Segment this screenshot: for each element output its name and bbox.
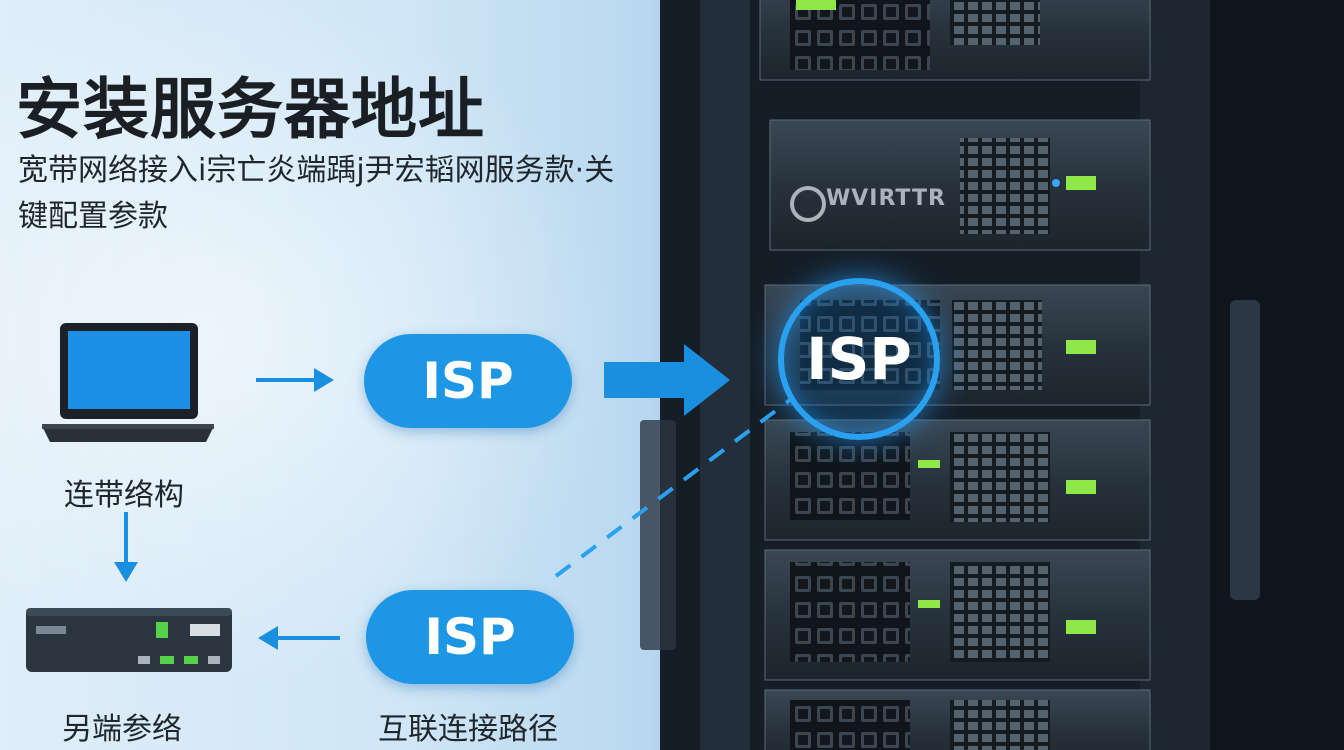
router-icon — [26, 608, 232, 672]
server-unit-2 — [769, 119, 1151, 251]
server-unit-6 — [764, 689, 1151, 750]
path-label: 互联连接路径 — [378, 712, 558, 747]
server-unit-1 — [759, 0, 1151, 81]
server-unit-4 — [764, 419, 1151, 541]
page-subtitle: 宽带网络接入i宗亡炎端踽j尹宏韬网服务款·关键配置参款 — [18, 153, 615, 234]
page-title: 安装服务器地址 — [16, 71, 485, 148]
isp-pill-bottom: ISP — [366, 590, 574, 684]
dashed-connection-line — [554, 398, 792, 578]
isp-pill-top: ISP — [364, 334, 572, 428]
isp-rack-badge: ISP — [778, 278, 940, 440]
rack-brand-label: WVIRTTR — [826, 186, 946, 211]
arrow-laptop-to-isp — [256, 368, 334, 392]
server-unit-5 — [764, 549, 1151, 681]
arrow-laptop-to-router — [114, 512, 138, 582]
arrow-isp-to-router — [258, 626, 340, 650]
arrow-isp-to-server — [604, 344, 730, 416]
router-label: 另端参络 — [62, 712, 182, 747]
laptop-label: 连带络构 — [64, 478, 184, 513]
laptop-icon — [42, 323, 214, 442]
